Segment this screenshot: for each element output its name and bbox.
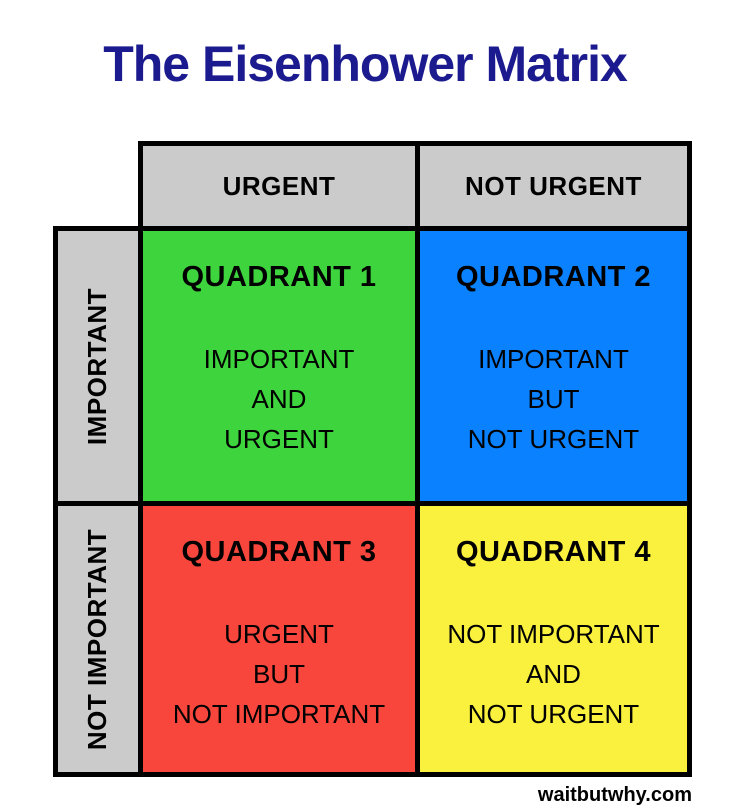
eisenhower-matrix: URGENT NOT URGENT IMPORTANT NOT IMPORTAN… [53,141,692,777]
quadrant-3-heading: QUADRANT 3 [181,536,377,568]
quadrant-1-cell: QUADRANT 1 IMPORTANT AND URGENT [143,231,415,501]
column-header-urgent-label: URGENT [222,170,336,201]
quadrant-2-cell: QUADRANT 2 IMPORTANT BUT NOT URGENT [420,231,687,501]
column-header-urgent: URGENT [143,146,415,226]
row-header-not-important: NOT IMPORTANT [58,506,138,772]
quadrant-3-cell: QUADRANT 3 URGENT BUT NOT IMPORTANT [143,506,415,772]
row-header-not-important-label: NOT IMPORTANT [82,528,113,750]
row-header-important: IMPORTANT [58,231,138,501]
quadrant-2-description: IMPORTANT BUT NOT URGENT [467,344,640,454]
quadrant-2-heading: QUADRANT 2 [455,261,652,293]
column-header-not-urgent: NOT URGENT [420,146,687,226]
quadrant-4-heading: QUADRANT 4 [455,536,652,568]
quadrant-1-heading: QUADRANT 1 [181,261,377,293]
quadrant-4-description: NOT IMPORTANT AND NOT URGENT [447,619,660,729]
credit-watermark: waitbutwhy.com [537,784,692,806]
corner-blank [53,141,138,226]
quadrant-4-cell: QUADRANT 4 NOT IMPORTANT AND NOT URGENT [420,506,687,772]
quadrant-3-description: URGENT BUT NOT IMPORTANT [172,619,386,729]
row-header-important-label: IMPORTANT [82,287,113,445]
page-title: The Eisenhower Matrix [103,36,628,92]
column-header-not-urgent-label: NOT URGENT [465,170,642,201]
quadrant-1-description: IMPORTANT AND URGENT [203,344,355,454]
